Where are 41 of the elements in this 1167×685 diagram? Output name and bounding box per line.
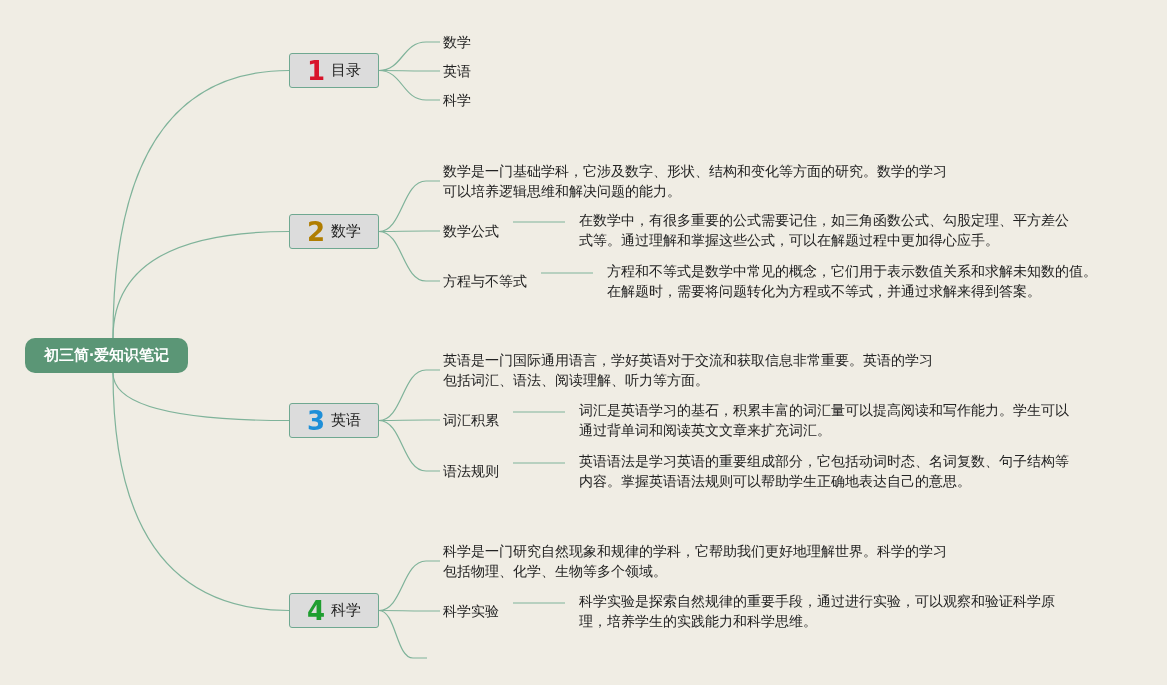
topic-box: [289, 403, 379, 438]
connector-line: [378, 230, 441, 282]
branch-text: 科学实验: [443, 601, 499, 621]
topic-label: 英语: [331, 411, 362, 430]
connector-line: [512, 462, 566, 464]
note-text: 科学实验是探索自然规律的重要手段，通过进行实验，可以观察和验证科学原理，培养学生的实践能力和科学思维。: [579, 591, 1058, 631]
note-text: 英语语法是学习英语的重要组成部分，它包括动词时态、名词复数、句子结构等内容。掌握英语语法规则可以帮助学生正确地表达自己的意思。: [579, 451, 1072, 491]
branch-text: 数学公式: [443, 221, 499, 241]
topic-label: 科学: [331, 601, 362, 620]
note-text: 方程和不等式是数学中常见的概念，它们用于表示数值关系和求解未知数的值。在解题时，需要将问题转化为方程或不等式，并通过求解来得到答案。: [607, 261, 1101, 301]
topic-label: 数学: [331, 222, 362, 241]
branch-text: 英语: [443, 61, 471, 81]
root-topic-box: [25, 338, 188, 373]
note-text: 在数学中，有很多重要的公式需要记住，如三角函数公式、勾股定理、平方差公式等。通过理解和掌握这些公式，可以在解题过程中更加得心应手。: [579, 210, 1072, 250]
connector-line: [378, 69, 441, 101]
branch-text: 科学: [443, 90, 471, 110]
topic-box: [289, 214, 379, 249]
note-text: 数学是一门基础学科，它涉及数字、形状、结构和变化等方面的研究。数学的学习可以培养逻辑思维和解决问题的能力。: [443, 161, 949, 201]
note-text: 科学是一门研究自然现象和规律的学科，它帮助我们更好地理解世界。科学的学习包括物理、化学、生物等多个领域。: [443, 541, 949, 581]
connector-line: [112, 372, 290, 612]
note-text: 英语是一门国际通用语言，学好英语对于交流和获取信息非常重要。英语的学习包括词汇、语法、阅读理解、听力等方面。: [443, 350, 936, 390]
topic-number: 3: [306, 406, 326, 435]
topic-number: 1: [306, 56, 326, 85]
connector-line: [378, 419, 441, 472]
topic-label: 目录: [331, 61, 362, 80]
note-text: 词汇是英语学习的基石，积累丰富的词汇量可以提高阅读和写作能力。学生可以通过背单词和阅读英文文章来扩充词汇。: [579, 400, 1072, 440]
connector-line: [378, 609, 428, 659]
connector-line: [512, 411, 566, 413]
branch-text: 词汇积累: [443, 410, 499, 430]
branch-text: 语法规则: [443, 461, 499, 481]
root-title: 初三简·爱知识笔记: [43, 346, 170, 365]
topic-box: [289, 593, 379, 628]
topic-number: 2: [306, 217, 326, 246]
branch-text: 数学: [443, 32, 471, 52]
branch-text: 方程与不等式: [443, 271, 527, 291]
connector-line: [512, 602, 566, 604]
connector-line: [512, 221, 566, 223]
connector-line: [540, 272, 594, 274]
topic-box: [289, 53, 379, 88]
connector-line: [112, 230, 290, 339]
topic-number: 4: [306, 596, 326, 625]
